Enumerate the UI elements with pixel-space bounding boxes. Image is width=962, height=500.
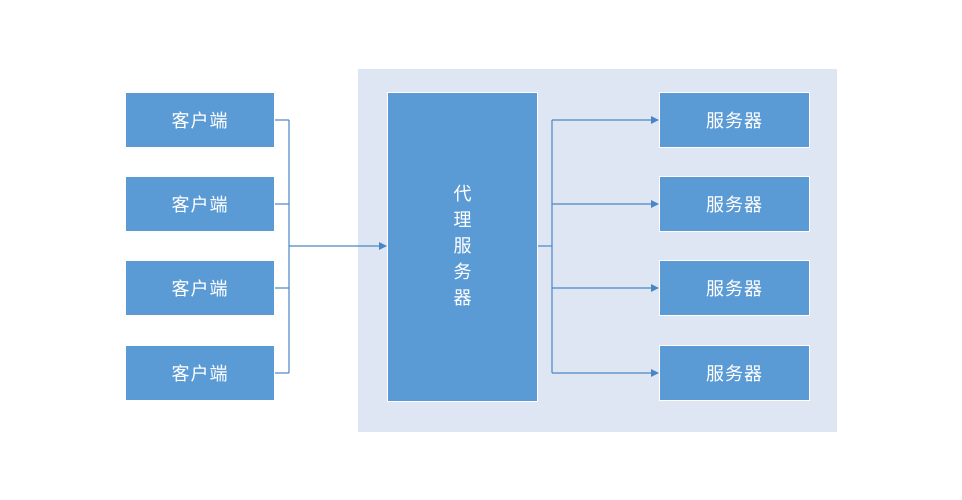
client-label: 客户端 [171,195,229,216]
proxy-label-char: 服 [453,236,472,257]
proxy-label-char: 器 [453,288,472,309]
client-node-3: 客户端 [125,260,275,316]
proxy-label-char: 理 [453,210,472,231]
client-label: 客户端 [171,279,229,300]
proxy-label-char: 务 [453,262,472,283]
client-node-2: 客户端 [125,176,275,232]
client-label: 客户端 [171,111,229,132]
client-node-1: 客户端 [125,92,275,148]
server-label: 服务器 [706,195,763,216]
proxy-server-node: 代 理 服 务 器 [387,92,538,402]
server-node-4: 服务器 [659,345,810,401]
server-node-2: 服务器 [659,176,810,232]
server-label: 服务器 [706,111,763,132]
server-label: 服务器 [706,279,763,300]
client-node-4: 客户端 [125,345,275,401]
proxy-label-char: 代 [453,184,472,205]
client-label: 客户端 [171,364,229,385]
server-label: 服务器 [706,364,763,385]
server-node-1: 服务器 [659,92,810,148]
server-node-3: 服务器 [659,260,810,316]
